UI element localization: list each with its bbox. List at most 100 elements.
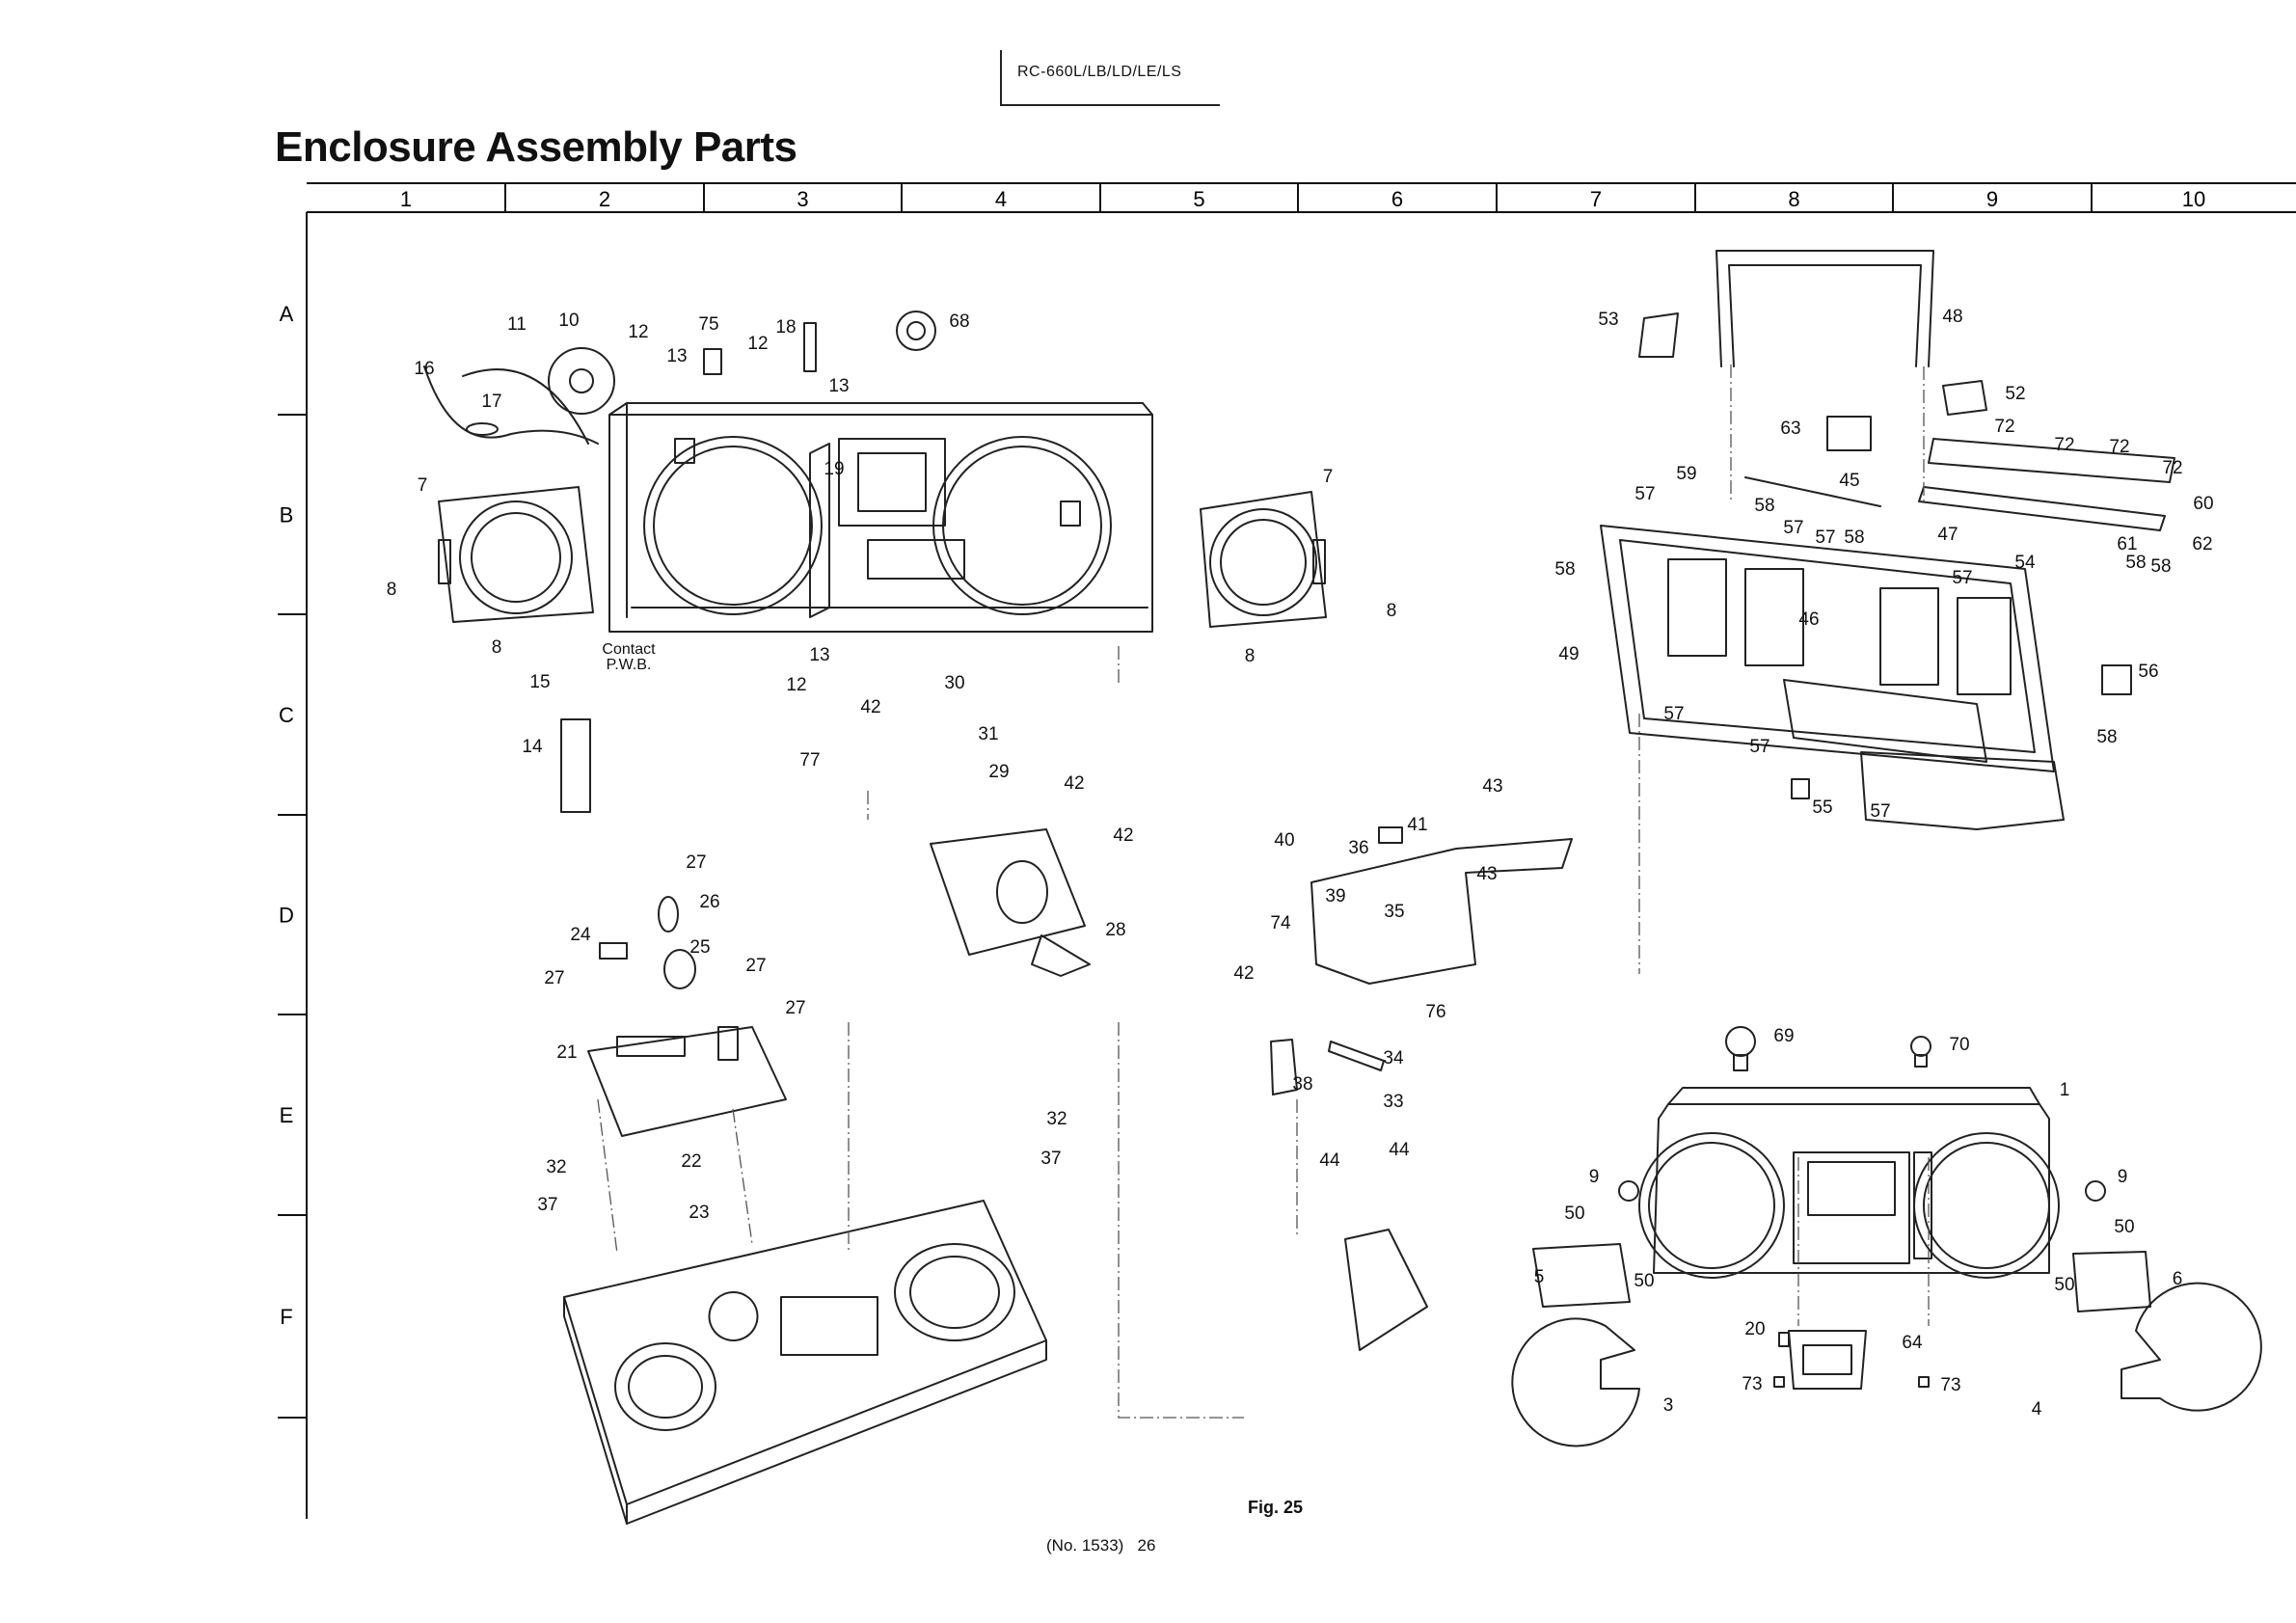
callout-31: 31	[978, 724, 998, 744]
callout-50: 50	[1564, 1204, 1584, 1224]
callout-39: 39	[1325, 886, 1345, 906]
main-pwb	[1310, 826, 1573, 985]
callout-47: 47	[1937, 525, 1958, 545]
speaker-grille-left	[1511, 1317, 1640, 1447]
callout-7: 7	[418, 475, 428, 496]
callout-8: 8	[387, 580, 397, 600]
callout-3: 3	[1663, 1395, 1674, 1416]
grid-frame	[306, 182, 2296, 1519]
callout-38: 38	[1292, 1074, 1312, 1095]
callout-8: 8	[1387, 601, 1397, 621]
part-73-right	[1918, 1376, 1930, 1388]
callout-56: 56	[2138, 662, 2158, 682]
callout-73: 73	[1940, 1375, 1960, 1395]
callout-13: 13	[828, 376, 849, 396]
callout-48: 48	[1942, 307, 1962, 327]
callout-37: 37	[537, 1195, 557, 1215]
row-label-F: F	[280, 1305, 292, 1329]
tape-mechanism	[930, 828, 1091, 977]
callout-5: 5	[1534, 1267, 1545, 1287]
callout-73: 73	[1742, 1374, 1762, 1394]
column-label-3: 3	[797, 187, 808, 211]
callout-62: 62	[2192, 534, 2212, 555]
callout-75: 75	[698, 314, 718, 335]
part-38-bracket	[1270, 1039, 1298, 1096]
callout-72: 72	[2054, 435, 2074, 455]
knob-assembly	[599, 896, 696, 989]
part-73-left	[1773, 1376, 1785, 1388]
callout-30: 30	[944, 673, 964, 693]
callout-58: 58	[1844, 527, 1864, 548]
part-9-left	[1618, 1180, 1639, 1202]
assembly-lines	[597, 365, 1930, 1419]
callout-25: 25	[689, 937, 710, 958]
callout-9: 9	[1589, 1167, 1600, 1187]
callout-12: 12	[786, 675, 806, 695]
part-68-knob	[896, 311, 936, 351]
callout-53: 53	[1598, 310, 1618, 330]
carry-handle	[1715, 250, 1934, 367]
callout-17: 17	[481, 392, 501, 412]
column-label-8: 8	[1788, 187, 1799, 211]
callout-21: 21	[556, 1042, 577, 1063]
part-34-lever	[1328, 1041, 1385, 1071]
part-44-bracket	[1344, 1229, 1428, 1351]
callout-22: 22	[681, 1151, 701, 1172]
callout-72: 72	[1994, 417, 2014, 437]
part-72-bar	[1918, 438, 2175, 531]
callout-57: 57	[1749, 737, 1769, 757]
callout-44: 44	[1389, 1140, 1410, 1160]
part-55-clip	[1791, 778, 1810, 799]
row-label-D: D	[279, 904, 294, 928]
part-20-spring	[1778, 1332, 1790, 1347]
callout-27: 27	[785, 998, 805, 1018]
callout-27: 27	[544, 968, 564, 988]
callout-11: 11	[507, 314, 527, 335]
column-label-1: 1	[400, 187, 412, 211]
side-panel-right	[2072, 1251, 2151, 1312]
callout-58: 58	[2096, 727, 2117, 747]
callout-20: 20	[1744, 1319, 1765, 1339]
callout-41: 41	[1407, 815, 1427, 835]
callout-42: 42	[1233, 963, 1254, 984]
callout-57: 57	[1952, 568, 1972, 588]
row-label-E: E	[280, 1103, 294, 1127]
callout-13: 13	[666, 346, 687, 366]
side-panel-left	[1532, 1243, 1631, 1308]
column-label-4: 4	[995, 187, 1007, 211]
callout-46: 46	[1798, 609, 1819, 630]
callout-52: 52	[2005, 384, 2025, 404]
callout-42: 42	[1113, 825, 1133, 846]
callout-57: 57	[1634, 484, 1655, 504]
callout-42: 42	[860, 697, 880, 717]
model-code: RC-660L/LB/LD/LE/LS	[1017, 64, 1182, 80]
rear-cabinet	[608, 402, 1153, 633]
callout-58: 58	[2125, 553, 2146, 573]
part-70-knob	[1910, 1036, 1931, 1068]
part-56-clip	[2101, 664, 2132, 695]
callout-18: 18	[775, 317, 796, 338]
page-title: Enclosure Assembly Parts	[275, 123, 797, 171]
row-label-B: B	[280, 503, 294, 527]
callout-45: 45	[1839, 471, 1859, 491]
callout-1: 1	[2060, 1080, 2070, 1100]
callout-10: 10	[558, 311, 579, 331]
callout-69: 69	[1773, 1026, 1794, 1046]
callout-34: 34	[1383, 1048, 1404, 1068]
callout-8: 8	[492, 637, 502, 658]
figure-caption: Fig. 25	[1248, 1498, 1304, 1517]
column-label-6: 6	[1391, 187, 1403, 211]
row-label-A: A	[280, 302, 294, 326]
callout-6: 6	[2173, 1269, 2183, 1289]
callout-35: 35	[1384, 902, 1404, 922]
part-64-window	[1788, 1330, 1867, 1390]
callout-9: 9	[2118, 1167, 2128, 1187]
speaker-right	[1200, 491, 1327, 628]
part-63-label	[1826, 416, 1872, 451]
callout-50: 50	[2054, 1275, 2074, 1295]
row-label-C: C	[279, 703, 294, 727]
callout-72: 72	[2109, 437, 2129, 457]
callout-13: 13	[809, 645, 829, 665]
callout-49: 49	[1558, 644, 1579, 664]
